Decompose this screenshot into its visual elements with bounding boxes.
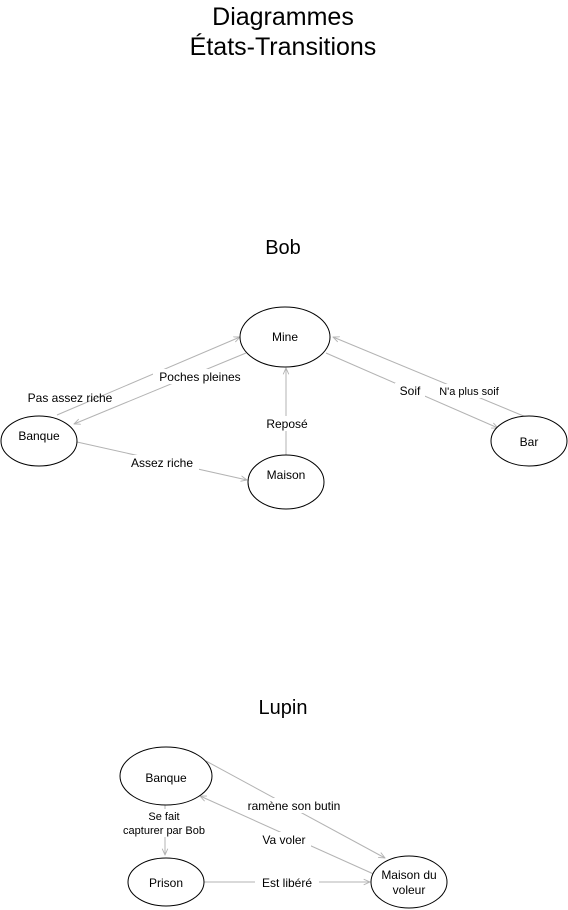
bob-state-bar-label: Bar	[520, 435, 539, 449]
page-title: Diagrammes États-Transitions	[0, 2, 566, 62]
lupin-diagram-title: Lupin	[258, 697, 308, 719]
lupin-state-maison-voleur: Maison du voleur	[370, 855, 448, 909]
bob-state-maison: Maison	[247, 454, 325, 510]
bob-diagram-title: Bob	[265, 237, 301, 259]
lupin-state-prison-label: Prison	[149, 876, 183, 890]
bob-state-mine-label: Mine	[272, 330, 298, 344]
bob-label-soif: Soif	[400, 384, 421, 398]
page-title-line2: États-Transitions	[189, 33, 377, 61]
bob-edge-na-plus-soif	[333, 337, 527, 418]
bob-state-banque: Banque	[0, 415, 78, 467]
lupin-label-capture-line1: Se fait	[148, 811, 179, 823]
lupin-label-capture-line2: capturer par Bob	[123, 825, 205, 837]
bob-edge-pas-assez-riche	[56, 337, 240, 416]
lupin-state-banque: Banque	[119, 746, 213, 806]
bob-label-poches-pleines: Poches pleines	[159, 370, 240, 384]
bob-state-maison-label: Maison	[267, 468, 306, 482]
lupin-label-va-voler: Va voler	[262, 833, 305, 847]
bob-label-assez-riche: Assez riche	[131, 456, 193, 470]
lupin-state-prison: Prison	[127, 857, 205, 907]
lupin-state-banque-label: Banque	[145, 771, 187, 785]
bob-label-pas-assez-riche: Pas assez riche	[28, 391, 113, 405]
bob-label-na-plus-soif: N'a plus soif	[439, 386, 500, 398]
bob-state-bar: Bar	[490, 415, 568, 467]
bob-state-mine: Mine	[239, 306, 331, 368]
lupin-state-maison-voleur-label-line1: Maison du	[381, 868, 436, 882]
bob-edge-poches-pleines	[74, 352, 247, 424]
bob-state-banque-label: Banque	[18, 429, 60, 443]
page-title-line1: Diagrammes	[212, 3, 354, 31]
lupin-label-ramene: ramène son butin	[248, 799, 341, 813]
bob-label-repose: Reposé	[266, 417, 308, 431]
lupin-label-est-libere: Est libéré	[262, 876, 312, 890]
lupin-state-maison-voleur-label-line2: voleur	[393, 883, 426, 897]
